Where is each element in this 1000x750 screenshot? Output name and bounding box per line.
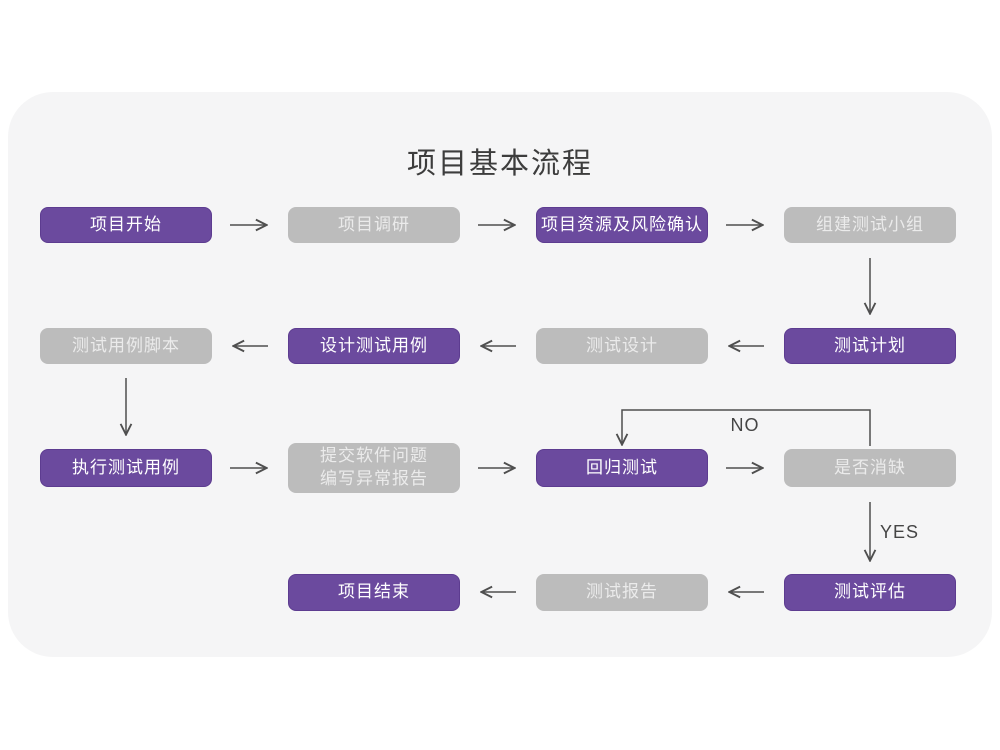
node-regression-test: 回归测试	[536, 449, 708, 487]
node-build-test-team: 组建测试小组	[784, 207, 956, 243]
node-label: 项目调研	[338, 214, 410, 234]
node-test-case-script: 测试用例脚本	[40, 328, 212, 364]
node-test-plan: 测试计划	[784, 328, 956, 364]
edge-label-no: NO	[730, 415, 760, 435]
node-project-research: 项目调研	[288, 207, 460, 243]
node-label: 项目结束	[338, 582, 410, 602]
node-test-report: 测试报告	[536, 574, 708, 611]
node-resource-risk-confirm: 项目资源及风险确认	[536, 207, 708, 243]
node-label: 回归测试	[586, 457, 658, 477]
node-label: 测试设计	[586, 335, 658, 355]
node-label: 测试报告	[586, 582, 658, 602]
node-label: 提交软件问题 编写异常报告	[320, 446, 428, 488]
node-label: 测试用例脚本	[72, 335, 180, 355]
node-label: 执行测试用例	[72, 457, 180, 477]
page-title: 项目基本流程	[406, 148, 593, 180]
node-label: 是否消缺	[834, 457, 906, 477]
node-label: 组建测试小组	[816, 214, 924, 234]
node-test-evaluation: 测试评估	[784, 574, 956, 611]
node-design-test-cases: 设计测试用例	[288, 328, 460, 364]
node-label: 测试计划	[834, 335, 906, 355]
node-defect-resolved-check: 是否消缺	[784, 449, 956, 487]
node-project-end: 项目结束	[288, 574, 460, 611]
flowchart-card	[8, 92, 992, 657]
node-label: 项目资源及风险确认	[541, 214, 703, 234]
node-label: 项目开始	[90, 214, 162, 234]
node-label: 测试评估	[834, 582, 906, 602]
node-test-design: 测试设计	[536, 328, 708, 364]
edge-label-yes: YES	[880, 522, 920, 542]
node-submit-issue-report: 提交软件问题 编写异常报告	[288, 443, 460, 493]
node-project-start: 项目开始	[40, 207, 212, 243]
node-label: 设计测试用例	[320, 335, 428, 355]
node-execute-test-cases: 执行测试用例	[40, 449, 212, 487]
